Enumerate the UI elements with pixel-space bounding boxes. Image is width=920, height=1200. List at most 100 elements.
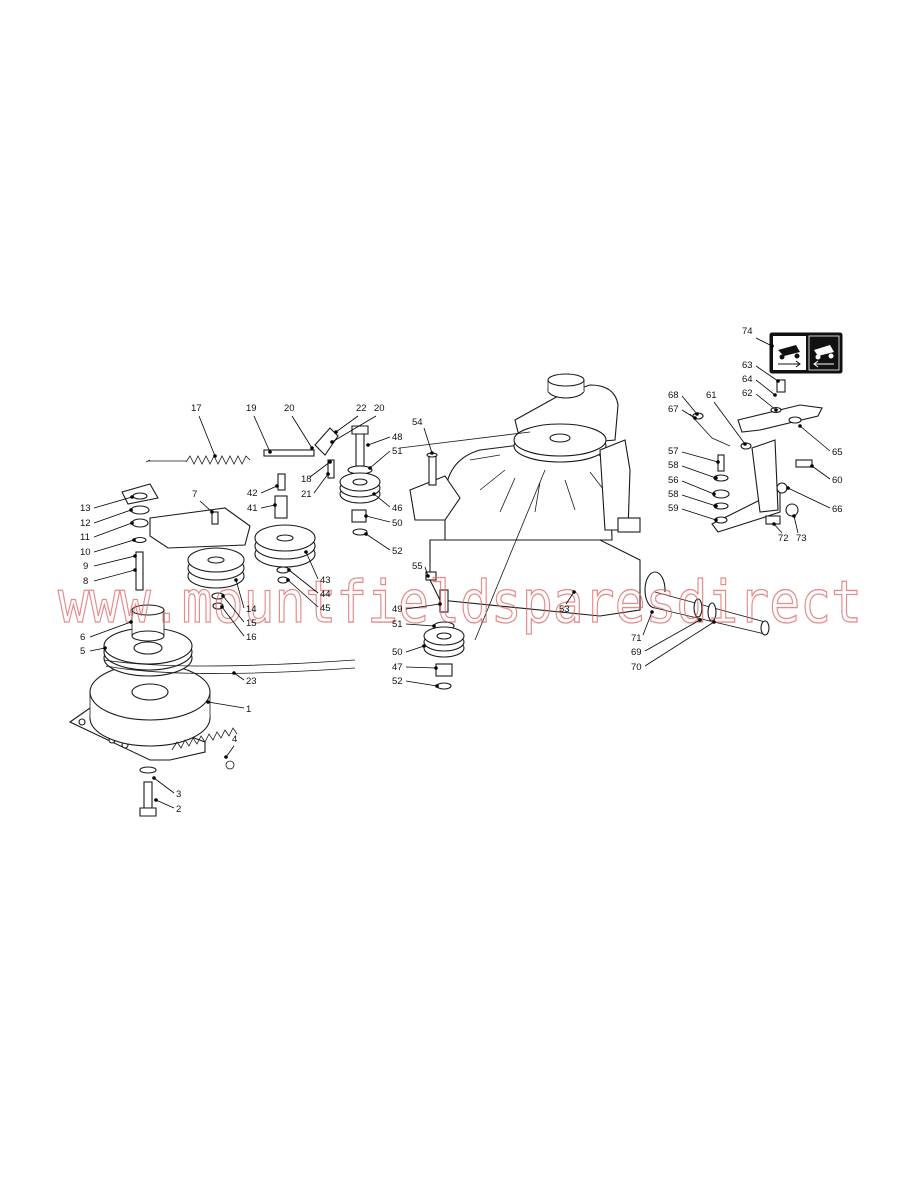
callout-label: 42 xyxy=(247,488,258,499)
callout-51: 51 xyxy=(368,446,403,470)
callout-label: 70 xyxy=(631,662,642,673)
callout-46: 46 xyxy=(372,492,403,514)
callout-label: 18 xyxy=(301,474,312,485)
callout-2: 2 xyxy=(154,798,181,815)
callout-52b: 52 xyxy=(392,676,439,688)
callout-label: 44 xyxy=(320,589,331,600)
callout-6: 6 xyxy=(80,620,133,643)
callout-label: 56 xyxy=(668,475,679,486)
callout-label: 58 xyxy=(668,489,679,500)
callout-44: 44 xyxy=(287,568,331,600)
callout-64: 64 xyxy=(742,374,777,397)
callout-59: 59 xyxy=(668,503,718,522)
callout-label: 4 xyxy=(232,734,237,745)
callout-label: 52 xyxy=(392,546,403,557)
callout-48: 48 xyxy=(366,432,403,447)
callout-58: 58 xyxy=(668,460,718,480)
callout-label: 51 xyxy=(392,446,403,457)
callout-label: 43 xyxy=(320,575,331,586)
callout-17: 17 xyxy=(191,403,217,458)
callout-label: 47 xyxy=(392,662,403,673)
callout-51b: 51 xyxy=(392,619,436,630)
callout-label: 68 xyxy=(668,390,679,401)
callout-10: 10 xyxy=(80,538,136,558)
callout-68: 68 xyxy=(668,390,699,416)
callout-49: 49 xyxy=(392,602,442,615)
callout-66: 66 xyxy=(786,486,843,515)
callout-label: 12 xyxy=(80,518,91,529)
callout-label: 60 xyxy=(832,475,843,486)
callout-1: 1 xyxy=(206,700,251,715)
callout-label: 7 xyxy=(192,489,197,500)
callout-20b: 20 xyxy=(330,403,385,444)
callout-label: 74 xyxy=(742,326,753,337)
lever-bracket-drawing xyxy=(689,379,823,533)
callout-label: 19 xyxy=(246,403,257,414)
callout-3: 3 xyxy=(152,776,181,800)
callout-55: 55 xyxy=(412,561,430,578)
callout-label: 5 xyxy=(80,646,85,657)
callout-label: 13 xyxy=(80,503,91,514)
callout-20: 20 xyxy=(284,403,314,450)
callout-11: 11 xyxy=(80,521,134,543)
callout-label: 6 xyxy=(80,632,85,643)
callout-label: 3 xyxy=(176,789,181,800)
callout-label: 63 xyxy=(742,360,753,371)
callout-label: 21 xyxy=(301,489,312,500)
callout-43: 43 xyxy=(304,550,331,586)
callout-label: 73 xyxy=(796,533,807,544)
callout-19: 19 xyxy=(246,403,272,454)
callout-72: 72 xyxy=(772,522,789,544)
callout-41: 41 xyxy=(247,503,277,514)
callout-16: 16 xyxy=(220,605,257,643)
callout-label: 1 xyxy=(246,704,251,715)
callout-45: 45 xyxy=(286,578,331,614)
callout-label: 20 xyxy=(284,403,295,414)
callout-58b: 58 xyxy=(668,489,718,508)
callout-21: 21 xyxy=(301,472,330,500)
callout-5: 5 xyxy=(80,646,107,657)
callout-label: 53 xyxy=(559,604,570,615)
callout-group: 74 63 64 62 65 60 66 72 xyxy=(80,326,843,815)
callout-73: 73 xyxy=(792,514,807,544)
callout-62: 62 xyxy=(742,388,778,412)
transaxle-drawing xyxy=(399,373,770,690)
callout-label: 11 xyxy=(80,532,90,543)
callout-12: 12 xyxy=(80,508,133,529)
callout-label: 51 xyxy=(392,619,403,630)
callout-label: 9 xyxy=(83,561,88,572)
callout-15: 15 xyxy=(221,594,257,629)
callout-label: 67 xyxy=(668,404,679,415)
decal-drawing xyxy=(769,332,843,374)
callout-67: 67 xyxy=(668,404,697,420)
callout-label: 14 xyxy=(246,604,257,615)
callout-label: 50 xyxy=(392,518,403,529)
callout-label: 49 xyxy=(392,604,403,615)
callout-50: 50 xyxy=(364,514,403,529)
callout-label: 22 xyxy=(356,403,367,414)
callout-54: 54 xyxy=(412,417,434,455)
callout-label: 46 xyxy=(392,503,403,514)
callout-label: 52 xyxy=(392,676,403,687)
callout-65: 65 xyxy=(798,424,843,458)
callout-9: 9 xyxy=(83,554,137,572)
callout-7: 7 xyxy=(192,489,214,514)
watermark-text: www.mountfieldsparesdirect xyxy=(58,568,862,636)
callout-60: 60 xyxy=(810,464,843,486)
callout-14: 14 xyxy=(234,578,257,615)
callout-label: 69 xyxy=(631,647,642,658)
callout-label: 20 xyxy=(374,403,385,414)
callout-42: 42 xyxy=(247,484,279,499)
callout-18: 18 xyxy=(301,460,332,485)
tensioner-bracket-drawing xyxy=(121,427,339,610)
callout-label: 64 xyxy=(742,374,753,385)
callout-label: 10 xyxy=(80,547,91,558)
callout-52: 52 xyxy=(364,532,403,557)
callout-23: 23 xyxy=(232,671,257,687)
callout-label: 23 xyxy=(246,676,257,687)
callout-label: 16 xyxy=(246,632,257,643)
callout-label: 66 xyxy=(832,504,843,515)
callout-label: 59 xyxy=(668,503,679,514)
callout-70: 70 xyxy=(631,620,716,673)
